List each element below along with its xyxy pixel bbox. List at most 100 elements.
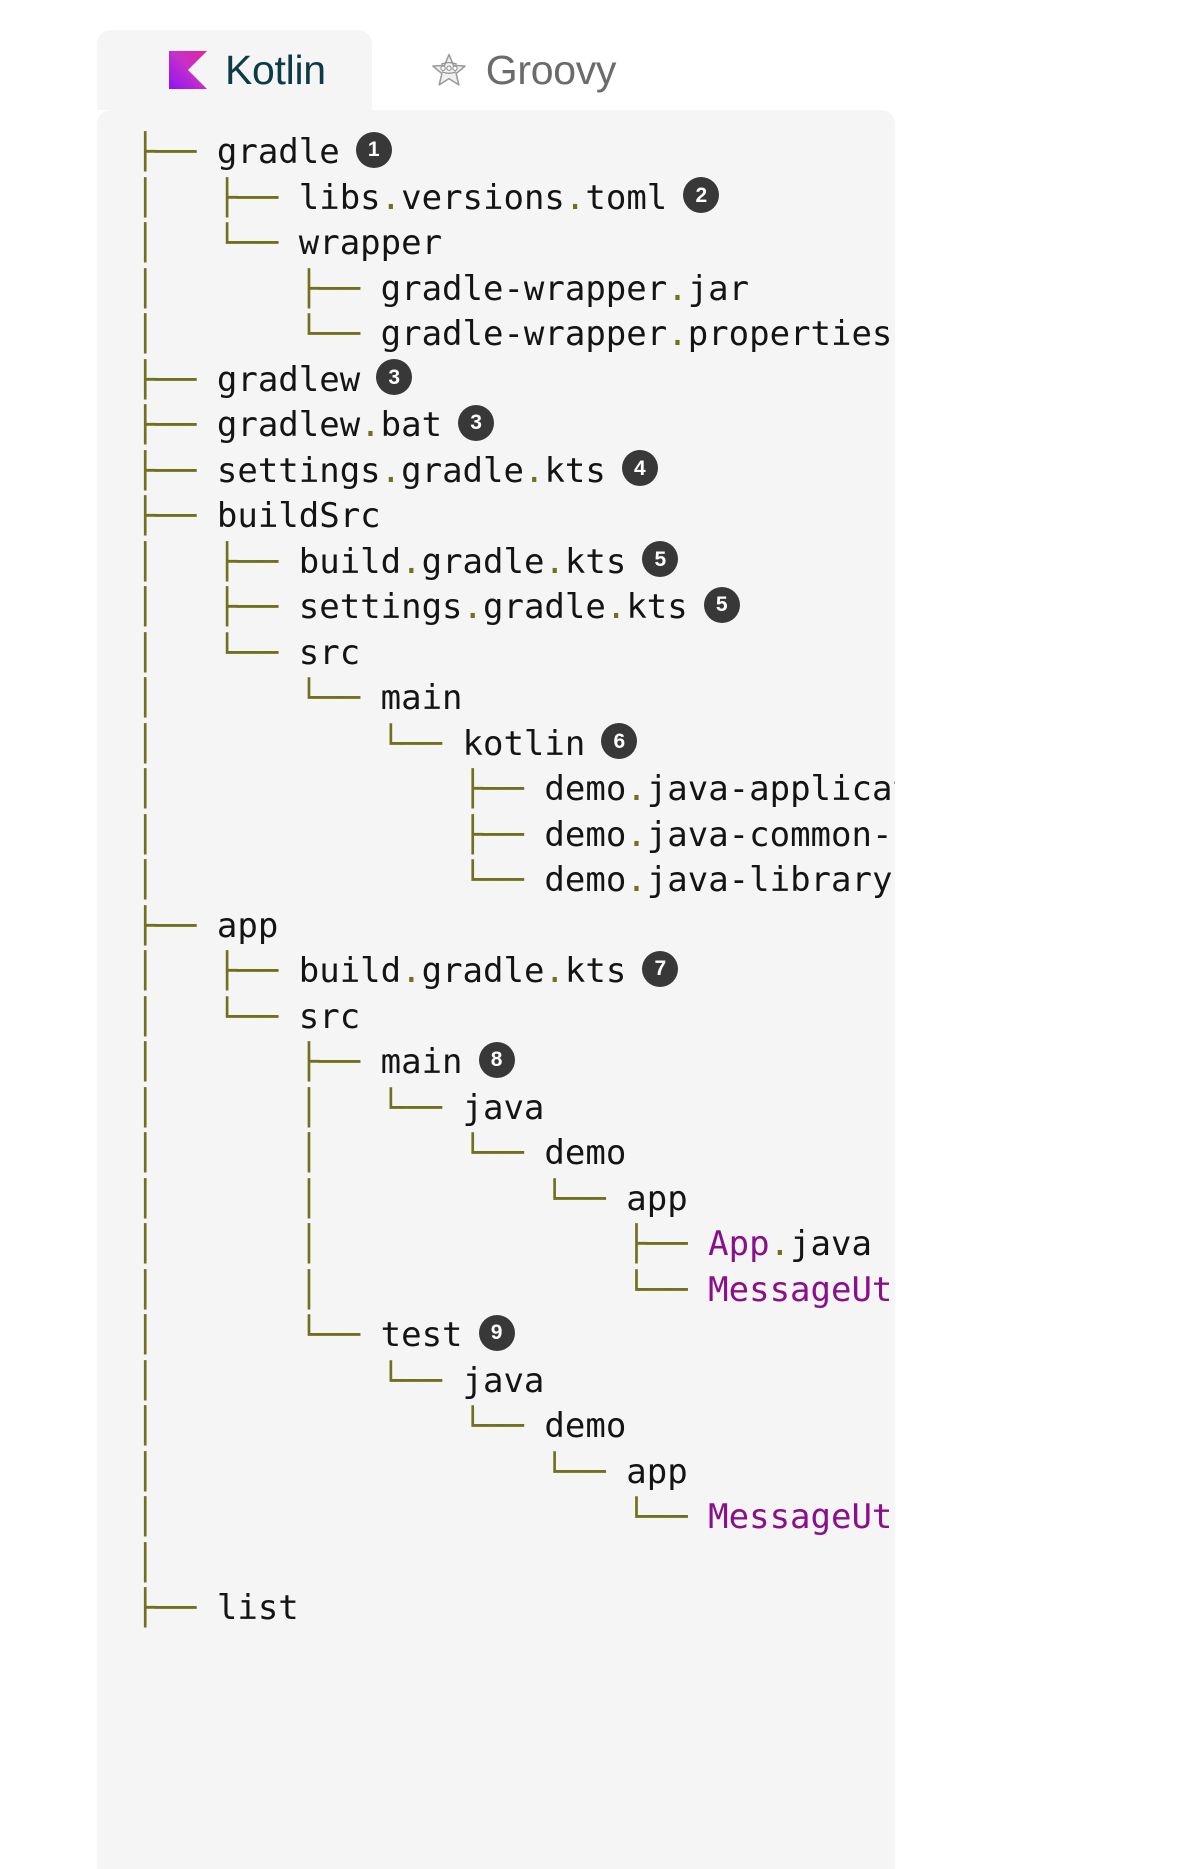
tree-row[interactable]: │ └── demo bbox=[135, 1404, 895, 1450]
tree-row[interactable]: │ │ └── demo bbox=[135, 1131, 895, 1177]
tree-guide-lines: ├── bbox=[135, 1588, 217, 1628]
tree-guide-lines: │ └── bbox=[135, 678, 381, 718]
step-badge: 2 bbox=[683, 177, 720, 214]
tab-kotlin[interactable]: Kotlin bbox=[97, 30, 372, 110]
tree-node-label: MessageUtilsTest.java bbox=[708, 1495, 895, 1541]
tree-guide-lines: │ ├── bbox=[135, 1042, 381, 1082]
tree-node-label: main bbox=[381, 676, 463, 722]
tree-node-label: kotlin bbox=[463, 722, 586, 768]
tree-node-label: gradle-wrapper.properties bbox=[381, 312, 893, 358]
tree-guide-lines: │ └── bbox=[135, 314, 381, 354]
tree-row[interactable]: ├── buildSrc bbox=[135, 494, 895, 540]
tree-guide-lines: │ │ └── bbox=[135, 1087, 463, 1128]
tree-row[interactable]: │ bbox=[135, 1541, 895, 1587]
tree-node-label: main bbox=[381, 1040, 463, 1086]
class-name-part: MessageUtilsTest bbox=[708, 1497, 895, 1537]
name-part: java bbox=[462, 1087, 545, 1128]
name-part: gradle bbox=[483, 587, 606, 627]
step-badge: 3 bbox=[376, 359, 413, 396]
tree-node-label: test bbox=[381, 1313, 463, 1359]
tree-guide-lines: │ └── bbox=[135, 1497, 709, 1537]
tree-row[interactable]: │ └── src bbox=[135, 631, 895, 677]
tree-row[interactable]: │ └── MessageUtilsTest.java bbox=[135, 1495, 895, 1541]
tree-row[interactable]: │ ├── gradle-wrapper.jar bbox=[135, 267, 895, 313]
name-part: demo bbox=[544, 769, 627, 809]
step-badge: 7 bbox=[642, 950, 679, 987]
tree-node-label: gradlew.bat bbox=[217, 403, 442, 449]
tree-row[interactable]: │ ├── demo.java-application-convention.g… bbox=[135, 767, 895, 813]
tree-guide-lines: ├── bbox=[135, 132, 217, 172]
tree-node-label: app bbox=[626, 1177, 687, 1223]
tree-row[interactable]: │ │ └── java bbox=[135, 1086, 895, 1132]
tree-row[interactable]: │ └── wrapper bbox=[135, 221, 895, 267]
tree-row[interactable]: │ └── gradle-wrapper.properties bbox=[135, 312, 895, 358]
tree-node-label: settings.gradle.kts bbox=[217, 449, 606, 495]
step-badge: 8 bbox=[478, 1041, 515, 1078]
name-part: buildSrc bbox=[216, 496, 381, 536]
name-part: src bbox=[298, 632, 361, 673]
tree-guide-lines: │ └── bbox=[135, 996, 299, 1037]
tree-row[interactable]: │ ├── main 8 bbox=[135, 1040, 895, 1086]
name-separator: . bbox=[380, 450, 402, 491]
groovy-star-icon bbox=[431, 53, 466, 86]
tree-row[interactable]: │ └── demo.java-library-conventions.grad… bbox=[135, 858, 895, 904]
tab-groovy[interactable]: Groovy bbox=[371, 30, 663, 110]
name-part: versions bbox=[401, 177, 565, 218]
name-separator: . bbox=[626, 860, 647, 900]
tree-row[interactable]: ├── list bbox=[135, 1586, 895, 1632]
tree-guide-lines: ├── bbox=[135, 905, 217, 946]
tree-row[interactable]: │ │ └── app bbox=[135, 1177, 895, 1223]
name-part: kts bbox=[626, 587, 688, 627]
step-badge: 5 bbox=[642, 541, 679, 578]
name-part: java-library-conventions bbox=[646, 860, 895, 900]
tree-node-label: gradlew bbox=[217, 358, 360, 404]
name-part: gradle-wrapper bbox=[380, 314, 668, 354]
name-part: libs bbox=[298, 177, 381, 218]
name-part: kts bbox=[544, 450, 606, 491]
tree-node-label: demo bbox=[544, 1131, 626, 1177]
name-part: toml bbox=[585, 177, 668, 218]
name-separator: . bbox=[380, 177, 402, 218]
tree-guide-lines: │ └── bbox=[135, 1451, 627, 1492]
name-part: java-application-convention bbox=[646, 769, 895, 809]
tree-node-label: build.gradle.kts bbox=[299, 949, 627, 995]
tree-row[interactable]: │ └── java bbox=[135, 1359, 895, 1405]
tree-guide-lines: │ └── bbox=[135, 1406, 545, 1446]
tree-node-label: java bbox=[463, 1086, 545, 1132]
name-separator: . bbox=[626, 769, 647, 809]
name-separator: . bbox=[667, 268, 688, 309]
name-separator: . bbox=[626, 814, 647, 855]
tree-row[interactable]: │ │ ├── App.java bbox=[135, 1222, 895, 1268]
tree-guide-lines: │ └── bbox=[135, 632, 299, 673]
tree-row[interactable]: │ └── app bbox=[135, 1450, 895, 1496]
tree-row[interactable]: │ └── main bbox=[135, 676, 895, 722]
tree-row[interactable]: ├── app bbox=[135, 904, 895, 950]
name-part: kts bbox=[564, 541, 627, 582]
name-part: main bbox=[380, 678, 463, 718]
tree-row[interactable]: │ ├── demo.java-common-conventions.gradl… bbox=[135, 813, 895, 859]
name-part: main bbox=[380, 1042, 463, 1082]
tree-guide-lines: │ ├── bbox=[135, 541, 299, 582]
tree-node-label: app bbox=[626, 1450, 687, 1496]
name-separator: . bbox=[523, 450, 545, 491]
tree-node-label: MessageUtils.java bbox=[708, 1268, 895, 1314]
name-part: app bbox=[216, 905, 279, 946]
tree-guide-lines: ├── bbox=[135, 405, 217, 445]
tree-guide-lines: │ ├── bbox=[135, 177, 299, 218]
name-part: app bbox=[626, 1178, 688, 1219]
name-part: demo bbox=[544, 814, 627, 855]
tree-node-label: list bbox=[217, 1586, 299, 1632]
tree-row[interactable]: │ └── src bbox=[135, 995, 895, 1041]
tree-row[interactable]: │ │ └── MessageUtils.java bbox=[135, 1268, 895, 1314]
